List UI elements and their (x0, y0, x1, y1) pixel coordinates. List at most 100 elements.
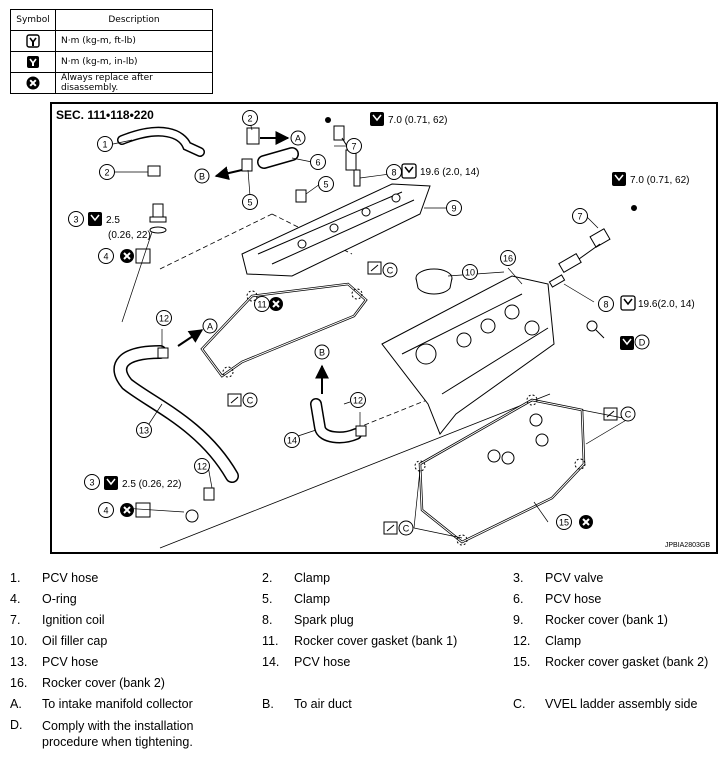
clamp-shape (147, 165, 161, 177)
part-callout: 8 (391, 168, 396, 178)
part-callout-circle (556, 514, 572, 530)
clamp-shape (157, 347, 169, 359)
part-callout-circle (386, 164, 402, 180)
torque-wrench-icon (26, 34, 40, 48)
always-replace-icon (120, 248, 151, 264)
legend-header-symbol: Symbol (10, 9, 56, 31)
part-callout-circle (572, 208, 588, 224)
torque-wrench-small-icon (27, 56, 39, 68)
torque-wrench-icon (370, 112, 384, 126)
part-callout-circle (136, 422, 152, 438)
part-callout: 12 (197, 462, 207, 472)
part-callout-circle (99, 164, 115, 180)
part-callout-circle (97, 136, 113, 152)
part-callout-circle (156, 310, 172, 326)
legend-row: N·m (kg-m, in-lb) (10, 51, 213, 73)
part-callout: 12 (353, 396, 363, 406)
torque-value: (0.26, 22) (108, 230, 151, 241)
always-replace-icon (579, 515, 593, 529)
letter-callout-circle (194, 168, 210, 184)
letter-callout: C (247, 396, 254, 406)
part-callout-circle (350, 392, 366, 408)
part-callout-circle (68, 211, 84, 227)
letter-callout: C (403, 524, 410, 534)
letter-callout-circle (634, 334, 650, 350)
part-callout-circle (254, 296, 270, 312)
legend-description: N·m (kg-m, ft-lb) (55, 30, 213, 52)
part-callout: 3 (89, 478, 94, 488)
always-replace-icon (269, 297, 283, 311)
torque-wrench-icon (620, 295, 636, 311)
rocker-cover-bank1-shape (241, 183, 431, 277)
torque-wrench-icon (88, 212, 102, 226)
bolt-shape (586, 320, 605, 339)
rocker-gasket-bank1-shape (200, 282, 368, 378)
legend-row: Always replace after disassembly. (10, 72, 213, 94)
letter-callout: A (207, 322, 213, 332)
part-callout: 5 (323, 180, 328, 190)
part-callout: 15 (559, 518, 569, 528)
letter-callout: B (319, 348, 325, 358)
part-callout: 16 (503, 254, 513, 264)
part-callout: 10 (465, 268, 475, 278)
clamp-shape (295, 189, 307, 203)
symbol-legend-table: Symbol Description N·m (kg-m, ft-lb) N·m… (10, 9, 213, 94)
torque-value: 7.0 (0.71, 62) (388, 115, 447, 126)
oil-filler-cap-shape (415, 268, 453, 295)
part-callout: 2 (104, 168, 109, 178)
letter-callout-circle (290, 130, 306, 146)
spark-plug-shape (353, 169, 361, 187)
letter-callout: B (199, 172, 205, 182)
part-callout-circle (446, 200, 462, 216)
torque-value: 2.5 (0.26, 22) (122, 479, 181, 490)
legend-description: N·m (kg-m, in-lb) (55, 51, 213, 73)
part-callout-circle (598, 296, 614, 312)
torque-value: 2.5 (106, 215, 120, 226)
torque-value: 19.6 (2.0, 14) (420, 167, 479, 178)
part-callout-circle (242, 194, 258, 210)
part-callout-circle (98, 502, 114, 518)
legend-row: N·m (kg-m, ft-lb) (10, 30, 213, 52)
torque-value: 19.6(2.0, 14) (638, 299, 695, 310)
part-callout-circle (242, 110, 258, 126)
section-reference: SEC. 111•118•220 (56, 108, 154, 122)
part-callout: 12 (159, 314, 169, 324)
part-callout: 11 (257, 300, 266, 310)
clamp-shape (246, 127, 260, 145)
torque-wrench-icon (620, 336, 634, 350)
part-callout-circle (284, 432, 300, 448)
spark-plug-shape (548, 274, 566, 288)
always-replace-icon (120, 502, 151, 518)
letter-callout-circle (314, 344, 330, 360)
part-callout: 5 (247, 198, 252, 208)
torque-wrench-icon (401, 163, 417, 179)
liquid-gasket-icon (227, 261, 618, 535)
torque-wrench-icon (612, 172, 626, 186)
part-callout: 3 (73, 215, 78, 225)
always-replace-icon (26, 76, 40, 90)
part-callout: 8 (603, 300, 608, 310)
part-callout-circle (500, 250, 516, 266)
letter-callout-circle (202, 318, 218, 334)
part-callout: 9 (451, 204, 456, 214)
part-callout: 4 (103, 506, 108, 516)
clamp-shape (355, 425, 367, 437)
letter-callout-circle (398, 520, 414, 536)
part-callout-circle (98, 248, 114, 264)
pcv-valve-shape (185, 487, 215, 523)
part-callout-circle (346, 138, 362, 154)
part-callout: 2 (247, 114, 252, 124)
part-callout: 7 (351, 142, 356, 152)
pcv-valve-shape (149, 203, 167, 234)
part-callout-circle (84, 474, 100, 490)
legend-description: Always replace after disassembly. (55, 72, 213, 94)
direction-arrows (177, 131, 329, 394)
figure-code: JPBIA2803GB (664, 542, 710, 549)
letter-callout-circle (620, 406, 636, 422)
letter-callout: D (639, 338, 646, 348)
exploded-diagram: SEC. 111•118•220 JPBIA2803GB (50, 102, 718, 554)
legend-header-row: Symbol Description (10, 9, 213, 31)
torque-value: 7.0 (0.71, 62) (630, 175, 689, 186)
torque-wrench-icon (104, 476, 118, 490)
